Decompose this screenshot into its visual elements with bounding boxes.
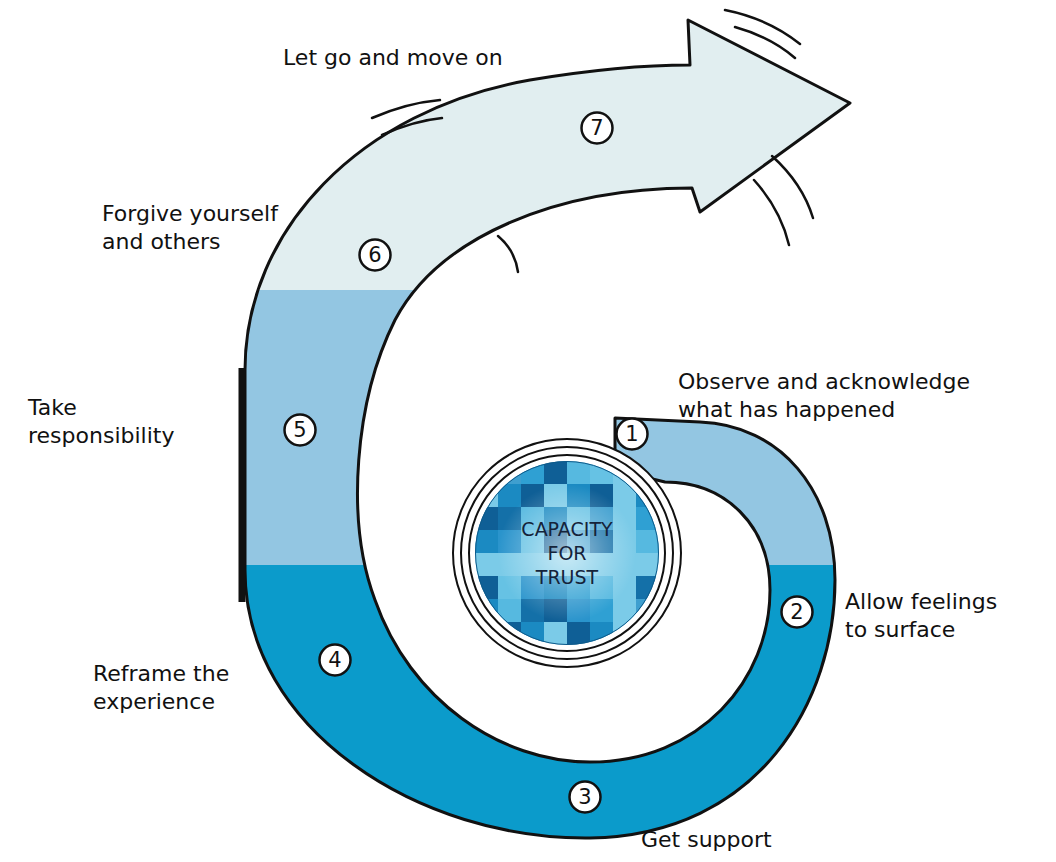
spiral-band [242, 20, 850, 838]
motion-line [735, 27, 795, 58]
checker-cell [613, 622, 636, 645]
checker-cell [475, 622, 498, 645]
step-circle: 1Observe and acknowledge what has happen… [615, 417, 649, 451]
checker-cells [475, 461, 659, 645]
ring [461, 447, 673, 659]
step-label: Forgive yourself and others [102, 200, 302, 256]
step-label: Reframe the experience [93, 660, 268, 716]
motion-line [498, 236, 518, 272]
checker-cell [475, 530, 498, 553]
step-circle: 3Get support [568, 780, 602, 814]
motion-line [754, 180, 789, 245]
checker-cell [567, 622, 590, 645]
step-circle: 6Forgive yourself and others [358, 238, 392, 272]
step-circle: 4Reframe the experience [318, 643, 352, 677]
step-circle: 5Take responsibility [283, 413, 317, 447]
band-dark [245, 565, 850, 838]
core-glow [498, 484, 636, 622]
step-number: 6 [358, 238, 392, 272]
checker-cell [498, 599, 521, 622]
band-shadow [239, 368, 246, 602]
step-number: 5 [283, 413, 317, 447]
band-outline [245, 20, 850, 838]
motion-line [382, 118, 442, 135]
checker-cell [498, 461, 521, 484]
checker-cell [544, 461, 567, 484]
checker-cell [544, 622, 567, 645]
step-label: Allow feelings to surface [845, 588, 1015, 644]
step-circle: 7Let go and move on [580, 111, 614, 145]
ring [469, 455, 665, 651]
step-number: 7 [580, 111, 614, 145]
motion-line [772, 156, 813, 218]
core-rings [453, 439, 681, 667]
checker-cell [636, 484, 659, 507]
step-label: Get support [641, 826, 772, 854]
step-number: 3 [568, 780, 602, 814]
step-number: 4 [318, 643, 352, 677]
checker-cell [613, 461, 636, 484]
checker-cell [636, 599, 659, 622]
checker-cell [613, 484, 636, 507]
step-circle: 2Allow feelings to surface [780, 595, 814, 629]
band-mid [245, 290, 850, 565]
checker-cell [636, 530, 659, 553]
step-label: Observe and acknowledge what has happene… [678, 368, 998, 424]
step-number: 2 [780, 595, 814, 629]
step-label: Let go and move on [283, 44, 503, 72]
checker-cell [636, 461, 659, 484]
motion-line [372, 100, 440, 118]
ring [453, 439, 681, 667]
checker-cell [475, 553, 498, 576]
step-label: Take responsibility [28, 394, 218, 450]
checker-cell [636, 622, 659, 645]
checker-cell [567, 461, 590, 484]
checker-cell [498, 484, 521, 507]
checker-cell [475, 599, 498, 622]
checker-cell [498, 622, 521, 645]
checker-cell [475, 484, 498, 507]
band-pale [245, 20, 850, 290]
checker-cell [613, 599, 636, 622]
core-label: CAPACITY FOR TRUST [517, 517, 617, 589]
step-number: 1 [615, 417, 649, 451]
core-edge [476, 462, 659, 645]
core-circle: CAPACITY FOR TRUST [475, 461, 659, 645]
checker-cell [475, 461, 498, 484]
checker-cell [636, 553, 659, 576]
